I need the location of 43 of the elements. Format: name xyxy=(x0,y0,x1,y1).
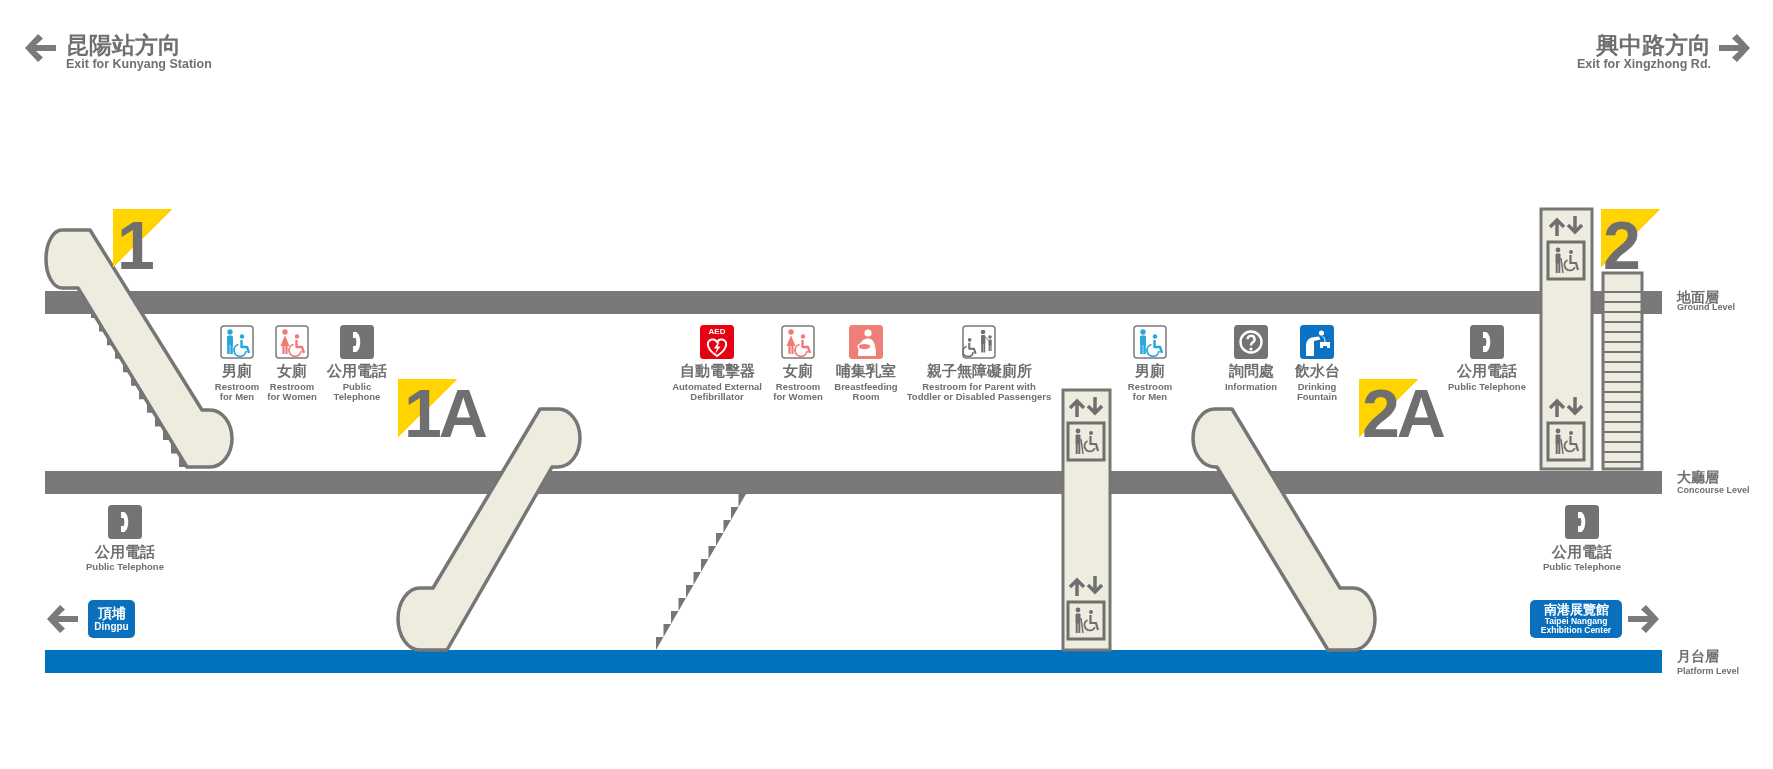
facility-label-english: Restroom for Men xyxy=(213,382,261,402)
facility-label: 詢問處 xyxy=(1227,362,1275,380)
facility-label-english: Restroom for Women xyxy=(266,382,318,402)
direction-label-english: Exit for Xingzhong Rd. xyxy=(1577,57,1711,71)
level-label: 地面層 xyxy=(1677,289,1719,305)
facility-label: 公用電話 xyxy=(1550,543,1613,561)
facility-label-english: Public Telephone xyxy=(332,382,382,402)
level-label-english: Concourse Level xyxy=(1677,485,1750,496)
facility-label-english: Drinking Fountain xyxy=(1295,382,1339,402)
facility-label-english: Automated External Defibrillator xyxy=(671,382,763,402)
facility-label-english: Public Telephone xyxy=(1542,562,1622,572)
exit-number-sign: 1A xyxy=(398,379,485,438)
facility-label: 自動電擊器 xyxy=(678,362,756,380)
facility-label-english: Information xyxy=(1223,382,1279,392)
facility-label-english: Restroom for Parent with Toddler or Disabled Passengers xyxy=(905,382,1053,402)
facility-label-english: Breastfeeding Room xyxy=(833,382,899,402)
facility-label: 公用電話 xyxy=(325,362,388,380)
station-badge xyxy=(1530,600,1622,638)
facility-label: 男廁 xyxy=(1134,362,1166,380)
station-badge xyxy=(88,600,135,638)
level-label: 大廳層 xyxy=(1677,469,1719,486)
facility-label: 女廁 xyxy=(782,362,814,380)
station-name-english: Taipei Nangang Exhibition Center xyxy=(1539,617,1613,635)
facility-label-english: Restroom for Women xyxy=(772,382,824,402)
direction-label-english: Exit for Kunyang Station xyxy=(66,57,212,71)
direction-label: 昆陽站方向 xyxy=(66,32,181,58)
station-name-english: Dingpu xyxy=(94,621,129,632)
facility-label: 飲水台 xyxy=(1293,362,1341,380)
level-label: 月台層 xyxy=(1677,648,1719,665)
sign-text: AED xyxy=(707,327,727,336)
level-label-english: Platform Level xyxy=(1677,666,1740,677)
station-name: 南港展覽館 xyxy=(1543,603,1609,617)
direction-label: 興中路方向 xyxy=(1596,32,1711,58)
facility-label: 哺集乳室 xyxy=(835,362,897,380)
facility-label: 公用電話 xyxy=(1455,362,1518,380)
facility-label-english: Public Telephone xyxy=(85,562,165,572)
station-name: 頂埔 xyxy=(97,606,126,621)
facility-label-english: Restroom for Men xyxy=(1126,382,1174,402)
facility-label: 公用電話 xyxy=(93,543,156,561)
facility-label: 親子無障礙廁所 xyxy=(925,362,1033,380)
facility-label-english: Public Telephone xyxy=(1447,382,1527,392)
facility-label: 女廁 xyxy=(276,362,308,380)
facility-label: 男廁 xyxy=(221,362,253,380)
